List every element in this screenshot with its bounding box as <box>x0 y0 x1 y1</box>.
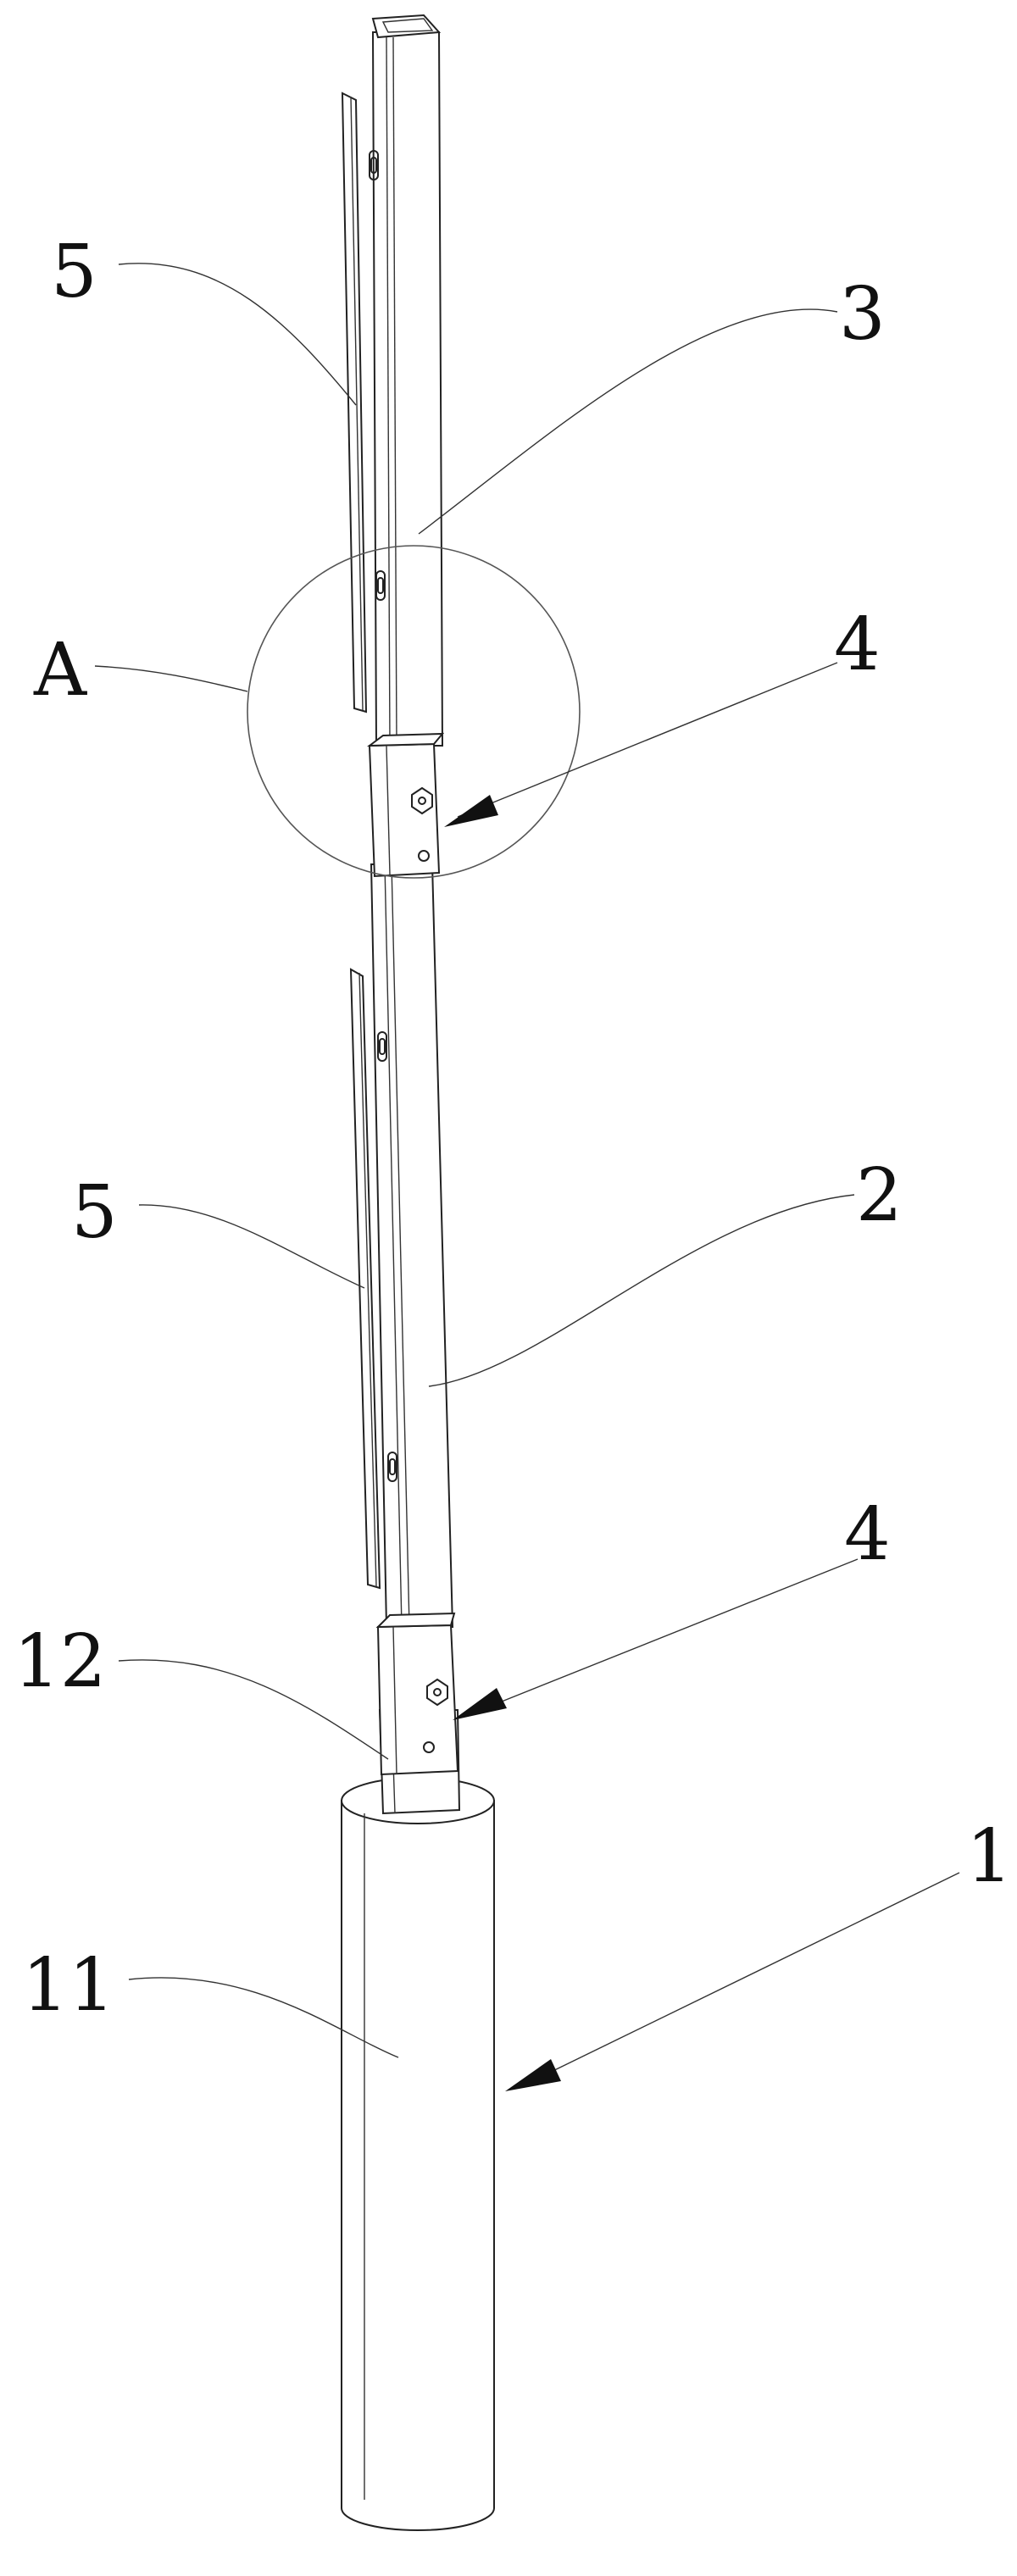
leader-lines <box>94 263 960 2077</box>
upper-connector-sleeve <box>366 732 445 878</box>
lower-connector-sleeve <box>375 1612 459 1776</box>
label-4-upper: 4 <box>834 602 881 687</box>
lower-side-plate <box>349 968 397 1590</box>
label-1: 1 <box>966 1814 1013 1899</box>
label-11: 11 <box>22 1943 114 2028</box>
detail-circle-a <box>247 545 581 879</box>
arrowhead-4-lower <box>453 1688 507 1720</box>
label-2: 2 <box>856 1153 903 1238</box>
base-cylinder <box>341 1777 495 2531</box>
label-12: 12 <box>14 1619 106 1704</box>
callout-labels: 5 3 A 4 5 2 4 12 1 11 <box>14 230 1013 2028</box>
arrowhead-1 <box>505 2059 561 2091</box>
arrowheads <box>444 795 561 2091</box>
label-4-lower: 4 <box>844 1492 891 1577</box>
label-5-upper: 5 <box>51 230 97 314</box>
middle-tube <box>370 863 454 1628</box>
label-a: A <box>33 628 87 713</box>
label-5-lower: 5 <box>71 1170 118 1255</box>
upper-tube <box>371 14 444 747</box>
arrowhead-4-upper <box>444 795 498 827</box>
label-3: 3 <box>839 272 886 357</box>
